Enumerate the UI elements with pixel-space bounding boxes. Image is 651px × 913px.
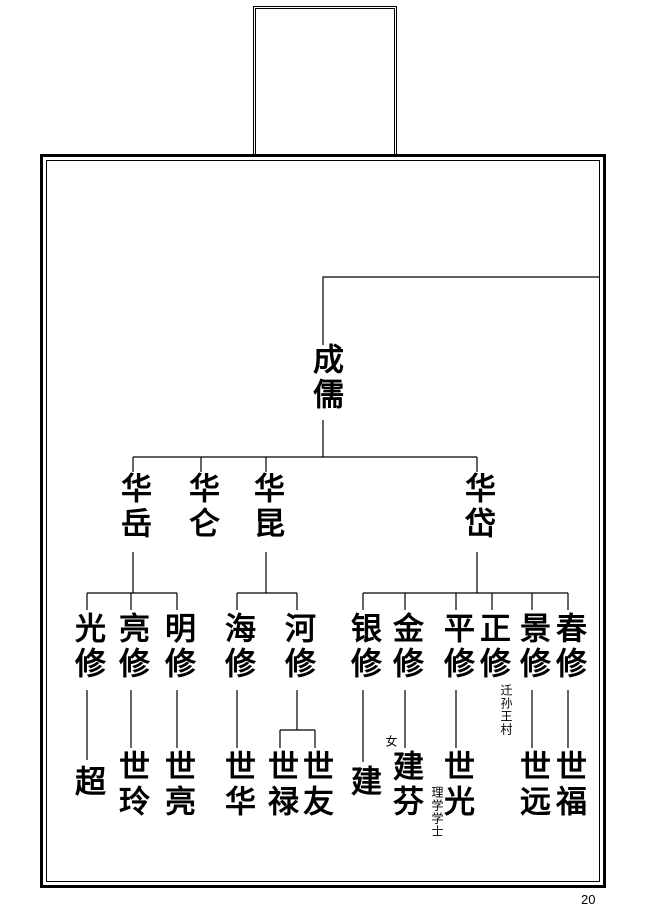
page-frame (40, 154, 606, 888)
person-name: 世亮 (159, 750, 195, 820)
person-name: 世友 (297, 750, 333, 820)
person-name: 景修 (514, 612, 550, 682)
note-degree: 理学学士 (430, 786, 444, 838)
person-name: 世禄 (262, 750, 298, 820)
person-name: 超 (69, 765, 105, 800)
person-name: 明修 (159, 612, 195, 682)
page-tab (253, 6, 397, 155)
note-migrated: 迁孙王村 (499, 684, 513, 736)
person-name: 正修 (474, 612, 510, 682)
person-name: 世华 (219, 750, 255, 820)
person-name: 华仑 (183, 472, 219, 542)
person-name: 金修 (387, 612, 423, 682)
person-name: 河修 (279, 612, 315, 682)
person-name: 亮修 (113, 612, 149, 682)
person-name: 平修 (438, 612, 474, 682)
note-daughter: 女 (384, 735, 398, 748)
person-name: 建 (345, 765, 381, 800)
person-name: 世福 (550, 750, 586, 820)
person-name: 世远 (514, 750, 550, 820)
person-name: 世玲 (113, 750, 149, 820)
person-name: 华岱 (459, 472, 495, 542)
person-name: 建芬 (387, 750, 423, 820)
person-name: 海修 (219, 612, 255, 682)
person-name: 华昆 (248, 472, 284, 542)
person-name: 银修 (345, 612, 381, 682)
person-name: 光修 (69, 612, 105, 682)
person-name: 世光 (438, 750, 474, 820)
person-name: 春修 (550, 612, 586, 682)
page-number: 20 (581, 892, 596, 907)
person-name: 华岳 (115, 472, 151, 542)
person-name: 成儒 (307, 343, 343, 413)
